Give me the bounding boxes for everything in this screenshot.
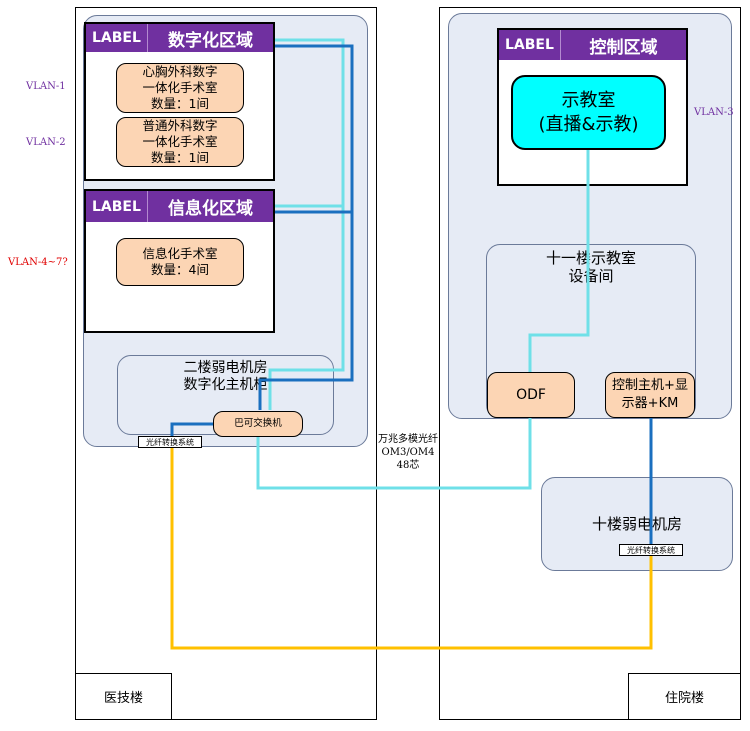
panel-digital-title: 数字化区域	[167, 30, 253, 51]
room-general-line1: 普通外科数字	[142, 118, 218, 133]
panel-info-title: 信息化区域	[167, 199, 253, 219]
cable-note-line2: OM3/OM4	[381, 447, 435, 458]
vlan-1-label: VLAN-1	[26, 81, 66, 92]
vlan-3-label: VLAN-3	[694, 107, 734, 118]
link-yellow	[170, 448, 653, 650]
fiber-converter-right-label: 光纤转换系统	[627, 546, 675, 555]
vlan-2-label: VLAN-2	[26, 137, 66, 148]
panel-digital-header: LABEL 数字化区域	[86, 24, 273, 52]
room-teaching: 示教室 (直播&示教)	[511, 75, 666, 150]
room-cardiac-line3: 数量：1间	[151, 96, 209, 111]
panel-control-title: 控制区域	[589, 37, 658, 58]
cable-note-line3: 48芯	[396, 460, 420, 471]
fiber-converter-right: 光纤转换系统	[619, 544, 683, 556]
room-teaching-line1: 示教室	[561, 89, 616, 111]
building-right-name: 住院楼	[664, 691, 704, 706]
link-blue-upper	[258, 44, 354, 410]
panel-control-header: LABEL 控制区域	[499, 30, 686, 60]
machine-room-floor11: 十一楼示教室 设备间	[486, 244, 696, 419]
link-blue-switch	[170, 422, 215, 440]
odf-label: ODF	[516, 387, 546, 403]
panel-digital-tag: LABEL	[86, 24, 148, 52]
vlan-4-7-label: VLAN-4~7?	[8, 257, 68, 268]
fiber-converter-left-label: 光纤转换系统	[146, 438, 194, 447]
panel-info-tag: LABEL	[86, 191, 148, 222]
room-info-or: 信息化手术室 数量：4间	[116, 238, 244, 286]
building-left-name: 医技楼	[103, 691, 143, 706]
machine-room-floor2-line2: 数字化主机柜	[183, 377, 268, 393]
room-cardiac-line1: 心胸外科数字	[142, 64, 218, 79]
machine-room-floor2-line1: 二楼弱电机房	[183, 360, 268, 376]
room-info-line1: 信息化手术室	[142, 246, 218, 261]
link-cyan-odf	[528, 150, 590, 372]
link-cyan-upper	[268, 38, 345, 410]
cable-note-line1: 万兆多模光纤	[378, 434, 438, 445]
machine-room-floor11-line2: 设备间	[568, 267, 614, 285]
room-general-line2: 一体化手术室	[142, 134, 218, 149]
building-medical-tech-label: 医技楼	[75, 673, 172, 720]
room-general-line3: 数量：1间	[151, 150, 209, 165]
host-line1: 控制主机+显	[612, 378, 688, 393]
odf-device: ODF	[487, 372, 575, 418]
building-inpatient-label: 住院楼	[628, 673, 741, 720]
machine-room-floor11-line1: 十一楼示教室	[545, 249, 636, 267]
panel-control-tag: LABEL	[499, 30, 561, 60]
barco-switch-label: 巴可交换机	[234, 418, 282, 429]
control-host-device: 控制主机+显 示器+KM	[605, 372, 695, 418]
cable-note: 万兆多模光纤 OM3/OM4 48芯	[366, 433, 450, 472]
machine-room-floor10-title: 十楼弱电机房	[591, 515, 682, 533]
link-cyan-cross	[256, 418, 532, 490]
room-cardiac-or: 心胸外科数字 一体化手术室 数量：1间	[116, 63, 244, 113]
room-info-line2: 数量：4间	[151, 262, 209, 277]
barco-switch: 巴可交换机	[213, 411, 303, 437]
room-general-or: 普通外科数字 一体化手术室 数量：1间	[116, 117, 244, 167]
room-teaching-line2: (直播&示教)	[538, 113, 639, 135]
room-cardiac-line2: 一体化手术室	[142, 80, 218, 95]
host-line2: 示器+KM	[621, 396, 679, 411]
fiber-converter-left: 光纤转换系统	[138, 436, 202, 448]
panel-info-header: LABEL 信息化区域	[86, 191, 273, 222]
